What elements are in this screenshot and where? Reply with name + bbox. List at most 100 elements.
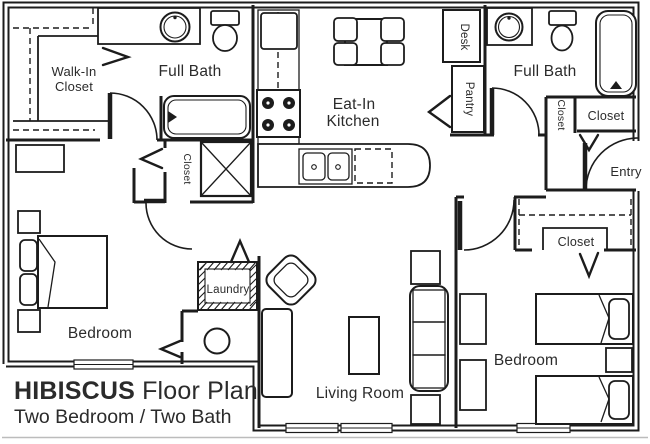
x-brace	[200, 141, 252, 197]
toilet-tank	[548, 10, 577, 26]
opening-mark	[578, 251, 600, 280]
sink-faucet	[507, 16, 511, 20]
laundry-closet	[197, 237, 258, 311]
dresser	[459, 359, 487, 411]
sink-faucet	[173, 15, 177, 20]
bathtub	[163, 95, 251, 139]
sink-basin	[494, 12, 524, 42]
nightstand	[17, 309, 41, 333]
refrigerator	[260, 12, 298, 50]
tub-faucet	[610, 81, 622, 89]
label-bedroom-right: Bedroom	[494, 352, 558, 369]
label-desk: Desk	[458, 23, 470, 50]
toilet-tank	[210, 10, 240, 26]
plan-title-suffix: Floor Plan	[142, 377, 258, 405]
pillow	[19, 273, 38, 306]
opening-mark	[157, 339, 182, 359]
label-laundry: Laundry	[207, 284, 250, 296]
bathtub	[595, 10, 637, 97]
coffee-table	[348, 316, 380, 375]
door-mark	[229, 237, 251, 264]
plan-name: HIBISCUS	[14, 377, 135, 405]
label-entry: Entry	[610, 164, 642, 179]
entry-door-swing	[585, 137, 639, 191]
window	[73, 359, 134, 370]
label-pantry: Pantry	[463, 82, 475, 116]
loveseat	[261, 308, 293, 398]
dresser	[459, 293, 487, 345]
door-swing	[463, 199, 515, 251]
label-closet-bedroom: Closet	[558, 235, 595, 249]
label-eat-in-kitchen: Eat-In	[333, 96, 376, 113]
label-bedroom-left: Bedroom	[68, 325, 132, 342]
right-bathroom	[486, 7, 637, 97]
bed	[37, 235, 108, 309]
kitchen-sink-unit	[298, 148, 353, 185]
door-swing	[109, 92, 158, 141]
nightstand	[605, 347, 633, 373]
sofa	[409, 285, 449, 392]
label-closet-hall: Closet	[181, 154, 193, 185]
hall-closet	[199, 140, 253, 198]
end-table	[410, 394, 441, 425]
right-bedroom-furniture	[459, 293, 634, 425]
dining-chairs	[333, 17, 405, 66]
nightstand	[17, 210, 41, 234]
room-labels: Walk-In Closet Full Bath Full Bath Eat-I…	[52, 23, 642, 402]
windows	[73, 359, 571, 434]
walk-in-closet-shelving	[13, 8, 108, 131]
sink-basin	[159, 11, 191, 43]
pantry-closet	[451, 65, 485, 133]
tub-faucet	[168, 111, 177, 123]
plan-subtitle: Two Bedroom / Two Bath	[14, 406, 232, 428]
blanket-fold	[38, 238, 56, 308]
sofa-cushion	[412, 354, 446, 389]
label-closet-bath-small: Closet	[555, 100, 567, 131]
door-swing	[145, 202, 193, 250]
sink-basin-right	[327, 152, 350, 181]
accent-chair	[265, 254, 317, 306]
opening-mark	[101, 46, 132, 67]
blanket-fold	[598, 376, 610, 423]
mechanical-closet-box	[199, 140, 253, 198]
bifold-hatch	[197, 261, 258, 311]
doors	[101, 46, 639, 359]
label-living-room: Living Room	[316, 385, 404, 402]
desk	[442, 9, 481, 63]
blanket-fold	[598, 294, 610, 344]
toilet-bowl	[550, 24, 574, 52]
counter-peninsula	[257, 143, 431, 188]
left-bedroom-furniture	[15, 144, 108, 333]
kitchen	[256, 9, 431, 188]
dishwasher	[354, 148, 393, 184]
left-bathroom	[97, 7, 251, 139]
desk-pantry	[442, 9, 485, 133]
toilet-bowl	[212, 24, 238, 52]
pillow	[19, 239, 38, 272]
label-eat-in-kitchen-2: Kitchen	[326, 113, 379, 130]
dresser	[15, 144, 65, 173]
opening-mark	[138, 147, 164, 170]
opening-mark	[578, 133, 600, 153]
label-walk-in-closet-2: Closet	[55, 79, 93, 94]
pillow	[608, 380, 630, 420]
label-full-bath-right: Full Bath	[514, 63, 577, 80]
bedroom-closet-shelving	[518, 199, 632, 250]
window	[340, 422, 393, 434]
label-closet-bath-wide: Closet	[588, 109, 625, 123]
label-walk-in-closet: Walk-In	[52, 64, 97, 79]
label-full-bath-left: Full Bath	[159, 63, 222, 80]
stove	[256, 89, 301, 138]
door-swing	[491, 87, 540, 136]
living-room-furniture	[203, 250, 449, 425]
window	[285, 422, 339, 434]
end-table	[410, 250, 441, 285]
sink-basin-left	[302, 152, 326, 181]
pillow	[608, 298, 630, 340]
opening-mark	[426, 94, 452, 129]
round-table	[203, 327, 231, 355]
